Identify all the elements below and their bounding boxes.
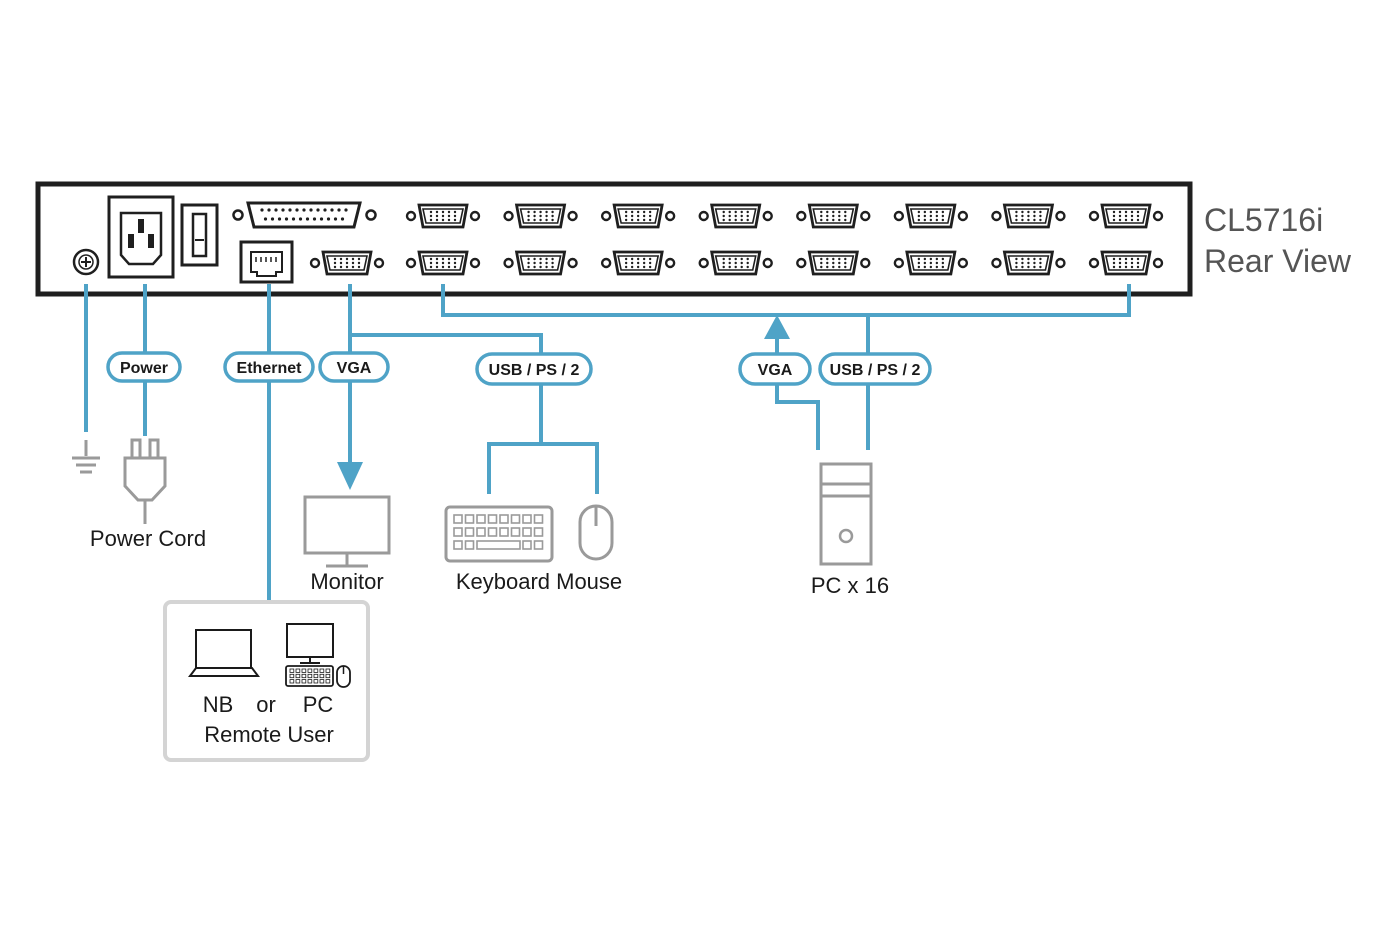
vga-port-icon	[893, 203, 969, 229]
power-cord-label: Power Cord	[90, 526, 206, 551]
vga-port-icon	[991, 250, 1066, 276]
keyboard-mouse-split-wire	[487, 442, 599, 494]
keyboard-mouse-label: Keyboard Mouse	[456, 569, 622, 594]
arrow-to-monitor-icon	[337, 462, 363, 490]
svg-text:VGA: VGA	[758, 362, 793, 379]
power-plug-icon	[123, 438, 167, 524]
model-name: CL5716i	[1204, 202, 1323, 238]
ground-screw-icon	[72, 248, 100, 276]
mouse-icon	[578, 504, 614, 561]
console-vga-port-icon	[309, 250, 385, 276]
svg-text:Power: Power	[120, 360, 168, 377]
vga-port-icon	[600, 203, 676, 229]
vga-port-icon	[698, 203, 773, 229]
cable-label-ethernet: Ethernet	[223, 351, 315, 383]
vga-port-icon	[503, 203, 578, 229]
view-label: Rear View	[1204, 243, 1352, 279]
vga-port-icon	[503, 250, 578, 276]
vga-port-icon	[991, 203, 1066, 229]
vga-port-icon	[698, 250, 773, 276]
cable-label-pc-vga: VGA	[738, 352, 812, 386]
kvm-bus-wire	[441, 284, 1131, 317]
vga-port-icon	[1088, 203, 1164, 229]
vga-port-icon	[1088, 250, 1164, 276]
pc-tower-icon	[819, 462, 873, 566]
vga-port-icon	[796, 203, 871, 229]
desktop-pc-icon	[285, 623, 351, 688]
console-usb-wire	[350, 333, 543, 444]
vga-port-icon	[405, 250, 481, 276]
svg-text:VGA: VGA	[337, 360, 372, 377]
power-socket-icon	[107, 195, 175, 279]
or-label: or	[256, 692, 276, 717]
notebook-label: NB	[203, 692, 234, 717]
remote-user-box: NB or PC Remote User	[163, 600, 370, 762]
arrow-to-kvm-icon	[764, 315, 790, 339]
wires	[84, 284, 1131, 600]
cable-label-console-vga: VGA	[318, 351, 390, 383]
db25-port-icon	[232, 201, 377, 229]
console-vga-port-icon	[309, 250, 385, 276]
ground-icon	[72, 440, 100, 474]
monitor-label: Monitor	[310, 569, 383, 594]
cable-label-power: Power	[106, 351, 182, 383]
pc-label: PC	[303, 692, 334, 717]
svg-text:Ethernet: Ethernet	[237, 360, 303, 377]
vga-port-icon	[796, 250, 871, 276]
cable-label-pc-usb: USB / PS / 2	[818, 352, 932, 386]
kvm-port-bank	[405, 203, 1164, 276]
remote-user-label: Remote User	[204, 722, 334, 747]
power-switch-icon	[180, 203, 219, 267]
monitor-icon	[303, 495, 391, 568]
svg-text:USB / PS / 2: USB / PS / 2	[489, 362, 580, 379]
laptop-icon	[188, 629, 260, 677]
vga-port-icon	[405, 203, 481, 229]
vga-port-icon	[600, 250, 676, 276]
pc-count-label: PC x 16	[811, 573, 889, 598]
rj45-port-icon	[239, 240, 294, 284]
rear-panel	[35, 181, 1193, 297]
cable-label-console-usb: USB / PS / 2	[475, 352, 593, 386]
keyboard-icon	[444, 505, 554, 563]
vga-port-icon	[893, 250, 969, 276]
svg-text:USB / PS / 2: USB / PS / 2	[830, 362, 921, 379]
